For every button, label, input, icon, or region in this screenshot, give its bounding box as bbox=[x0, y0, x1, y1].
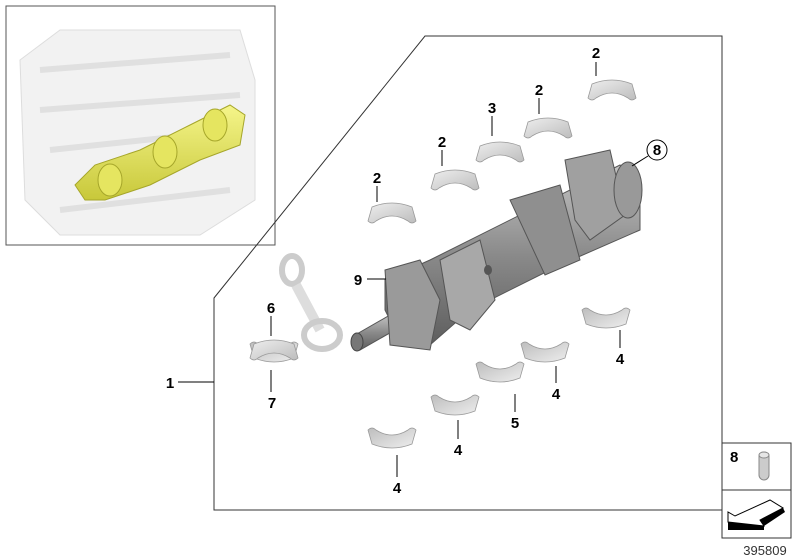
callout-2[interactable]: 2 bbox=[535, 82, 543, 99]
callout-5[interactable]: 5 bbox=[511, 415, 519, 432]
callout-7[interactable]: 7 bbox=[268, 395, 276, 412]
callout-2[interactable]: 2 bbox=[373, 170, 381, 187]
assembly-frame bbox=[213, 35, 723, 511]
callout-3[interactable]: 3 bbox=[488, 100, 496, 117]
callout-4[interactable]: 4 bbox=[616, 351, 625, 368]
callout-6[interactable]: 6 bbox=[267, 300, 275, 317]
callout-9[interactable]: 9 bbox=[354, 272, 362, 289]
callout-8[interactable]: 8 bbox=[653, 142, 661, 159]
callout-8-circle bbox=[646, 139, 668, 161]
callout-4[interactable]: 4 bbox=[393, 480, 402, 497]
arrow-icon bbox=[727, 499, 785, 530]
legend-box: 8 bbox=[721, 442, 792, 539]
leader-lines bbox=[178, 62, 649, 477]
callout-2[interactable]: 2 bbox=[438, 134, 446, 151]
callout-1[interactable]: 1 bbox=[166, 375, 174, 392]
callout-4[interactable]: 4 bbox=[454, 442, 463, 459]
pin-icon bbox=[758, 451, 770, 481]
callout-4[interactable]: 4 bbox=[552, 386, 561, 403]
connecting-rod[interactable] bbox=[279, 253, 343, 352]
callout-2[interactable]: 2 bbox=[592, 45, 600, 62]
diagram-number: 395809 bbox=[743, 543, 786, 558]
engine-inset bbox=[5, 5, 276, 246]
legend-item-number: 8 bbox=[730, 449, 738, 466]
crankshaft[interactable] bbox=[350, 149, 643, 352]
crankshaft-highlight bbox=[74, 104, 246, 201]
